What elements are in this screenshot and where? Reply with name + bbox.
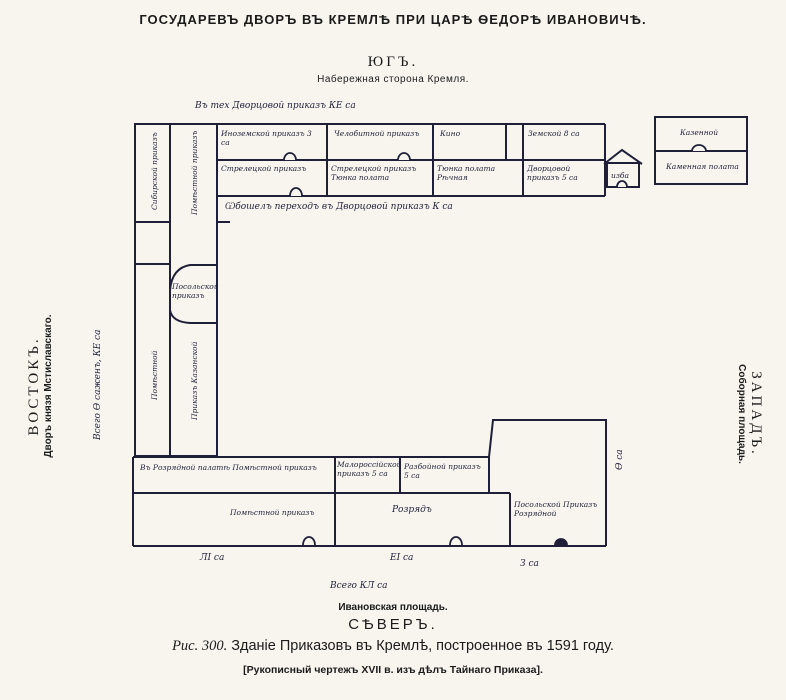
door-icon bbox=[302, 536, 316, 546]
handwritten-vertical-labels: Сибирской приказъ Помѣстной приказъ Помѣ… bbox=[93, 131, 625, 470]
hw-malorossiysky: Малороссійской приказъ 5 са bbox=[337, 460, 402, 478]
door-icons bbox=[283, 144, 707, 546]
caption-prefix: Рис. 300. bbox=[172, 638, 228, 654]
hw-measure-3: З са bbox=[520, 559, 539, 569]
hw-sibirsky: Сибирской приказъ bbox=[150, 132, 159, 210]
page-title: ГОСУДАРЕВЪ ДВОРЪ ВЪ КРЕМЛѢ ПРИ ЦАРѢ ѲЕДО… bbox=[139, 12, 647, 27]
hw-razryad: Розрядъ bbox=[392, 505, 432, 515]
hw-left-total: Всего Ѳ саженъ, КЕ са bbox=[93, 330, 103, 441]
hw-zemsky: Земской 8 са bbox=[528, 129, 580, 138]
south-subtitle: Набережная сторона Кремля. bbox=[317, 74, 469, 85]
door-icon bbox=[554, 538, 568, 546]
hw-pomestny-left: Помѣстной bbox=[150, 350, 159, 401]
door-icon bbox=[691, 144, 707, 152]
hw-kamennaya: Каменная полата bbox=[666, 162, 739, 171]
hw-right-measure: Ѳ са bbox=[615, 449, 625, 470]
hw-measure-2: ЕI са bbox=[390, 553, 414, 563]
hw-kazenny: Казенной bbox=[680, 128, 719, 137]
hw-kino: Кино bbox=[440, 129, 461, 138]
hw-posolsky-round: Посольской приказъ bbox=[172, 282, 219, 300]
hw-razboyny: Разбойной приказъ 5 са bbox=[404, 462, 481, 480]
hw-kazansky: Приказъ Казанской bbox=[190, 341, 199, 421]
hw-izba: изба bbox=[611, 171, 629, 180]
hw-pomestny-bottom: Помѣстной приказъ bbox=[230, 508, 315, 517]
caption-text: Зданіе Приказовъ въ Кремлѣ, построенное … bbox=[231, 638, 614, 654]
door-icon bbox=[397, 152, 411, 161]
direction-south: ЮГЪ. bbox=[367, 54, 419, 70]
figure-caption: Рис. 300. Зданіе Приказовъ въ Кремлѣ, по… bbox=[0, 638, 786, 655]
hw-measure-1: ЛI са bbox=[200, 553, 225, 563]
hw-chelobitny: Челобитной приказъ bbox=[334, 129, 420, 138]
hw-posolsky-bottom: Посольской Приказъ Розрядной bbox=[514, 500, 598, 518]
hw-streletsky: Стрелецкой приказъ bbox=[221, 164, 307, 173]
door-icon bbox=[616, 180, 628, 188]
hw-corridor: Ѡбошелъ переходъ въ Дворцовой приказъ К … bbox=[225, 202, 453, 212]
hw-tyunka: Тюнка полата Рѣчная bbox=[437, 164, 496, 182]
hw-pomestny-col: Помѣстной приказъ bbox=[190, 131, 199, 216]
north-subtitle: Ивановская площадь. bbox=[338, 602, 448, 613]
hw-bottom-total: Всего КЛ са bbox=[330, 581, 388, 591]
direction-north: СѢВЕРЪ. bbox=[348, 616, 438, 633]
hw-inozemsky: Иноземской приказъ 3 са bbox=[221, 129, 312, 147]
hw-dvortsovy: Дворцовой приказъ 5 са bbox=[527, 164, 578, 182]
door-icon bbox=[289, 187, 303, 197]
door-icon bbox=[283, 152, 297, 161]
figure-source: [Рукописный чертежъ XVII в. изъ дѣлъ Тай… bbox=[243, 664, 543, 676]
hw-streletsky2: Стрелецкой приказъ Тюнка полата bbox=[331, 164, 417, 182]
door-icon bbox=[449, 536, 463, 546]
hw-razryadnaya: Въ Розрядной палатѣ Помѣстной приказъ bbox=[140, 463, 317, 472]
hw-top-note: Въ тех Дворцовой приказъ КЕ са bbox=[195, 101, 356, 111]
plan-walls bbox=[132, 116, 748, 547]
